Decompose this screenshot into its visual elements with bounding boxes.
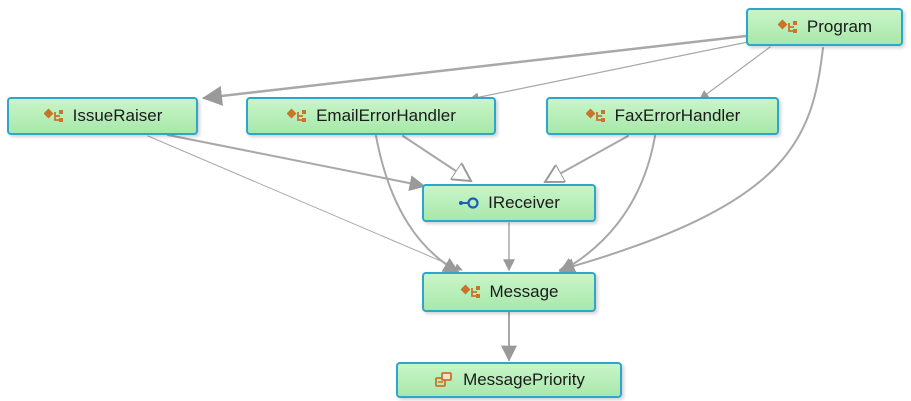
node-label: FaxErrorHandler <box>614 106 741 125</box>
node-label: MessagePriority <box>463 370 585 389</box>
edge-faxerrorhandler-ireceiver <box>545 135 629 182</box>
edge-program-message <box>558 47 824 274</box>
edge-faxerrorhandler-message <box>558 135 656 273</box>
node-label: IssueRaiser <box>72 106 163 125</box>
edge-program-emailerrorhandler <box>469 41 749 102</box>
edge-emailerrorhandler-message <box>375 135 460 273</box>
edge-program-faxerrorhandler <box>699 46 771 100</box>
node-issueraiser[interactable]: IssueRaiser <box>7 97 198 135</box>
class-icon <box>43 106 65 126</box>
node-label: EmailErrorHandler <box>316 106 456 125</box>
node-message[interactable]: Message <box>422 272 596 312</box>
class-icon <box>460 282 482 302</box>
edge-emailerrorhandler-ireceiver <box>402 135 471 181</box>
node-label: Program <box>806 17 873 36</box>
node-faxerrorhandler[interactable]: FaxErrorHandler <box>546 97 779 135</box>
node-program[interactable]: Program <box>746 8 903 46</box>
node-label: IReceiver <box>488 193 560 212</box>
class-icon <box>777 17 799 37</box>
class-icon <box>286 106 308 126</box>
edge-program-issueraiser <box>202 34 748 106</box>
node-messagepriority[interactable]: MessagePriority <box>396 362 622 398</box>
node-label: Message <box>489 282 559 301</box>
edge-issueraiser-message <box>147 135 463 271</box>
enum-icon <box>433 370 455 390</box>
node-emailerrorhandler[interactable]: EmailErrorHandler <box>246 97 496 135</box>
node-ireceiver[interactable]: IReceiver <box>422 184 596 222</box>
edge-issueraiser-ireceiver <box>167 134 426 192</box>
class-icon <box>585 106 607 126</box>
interface-icon <box>458 193 480 213</box>
